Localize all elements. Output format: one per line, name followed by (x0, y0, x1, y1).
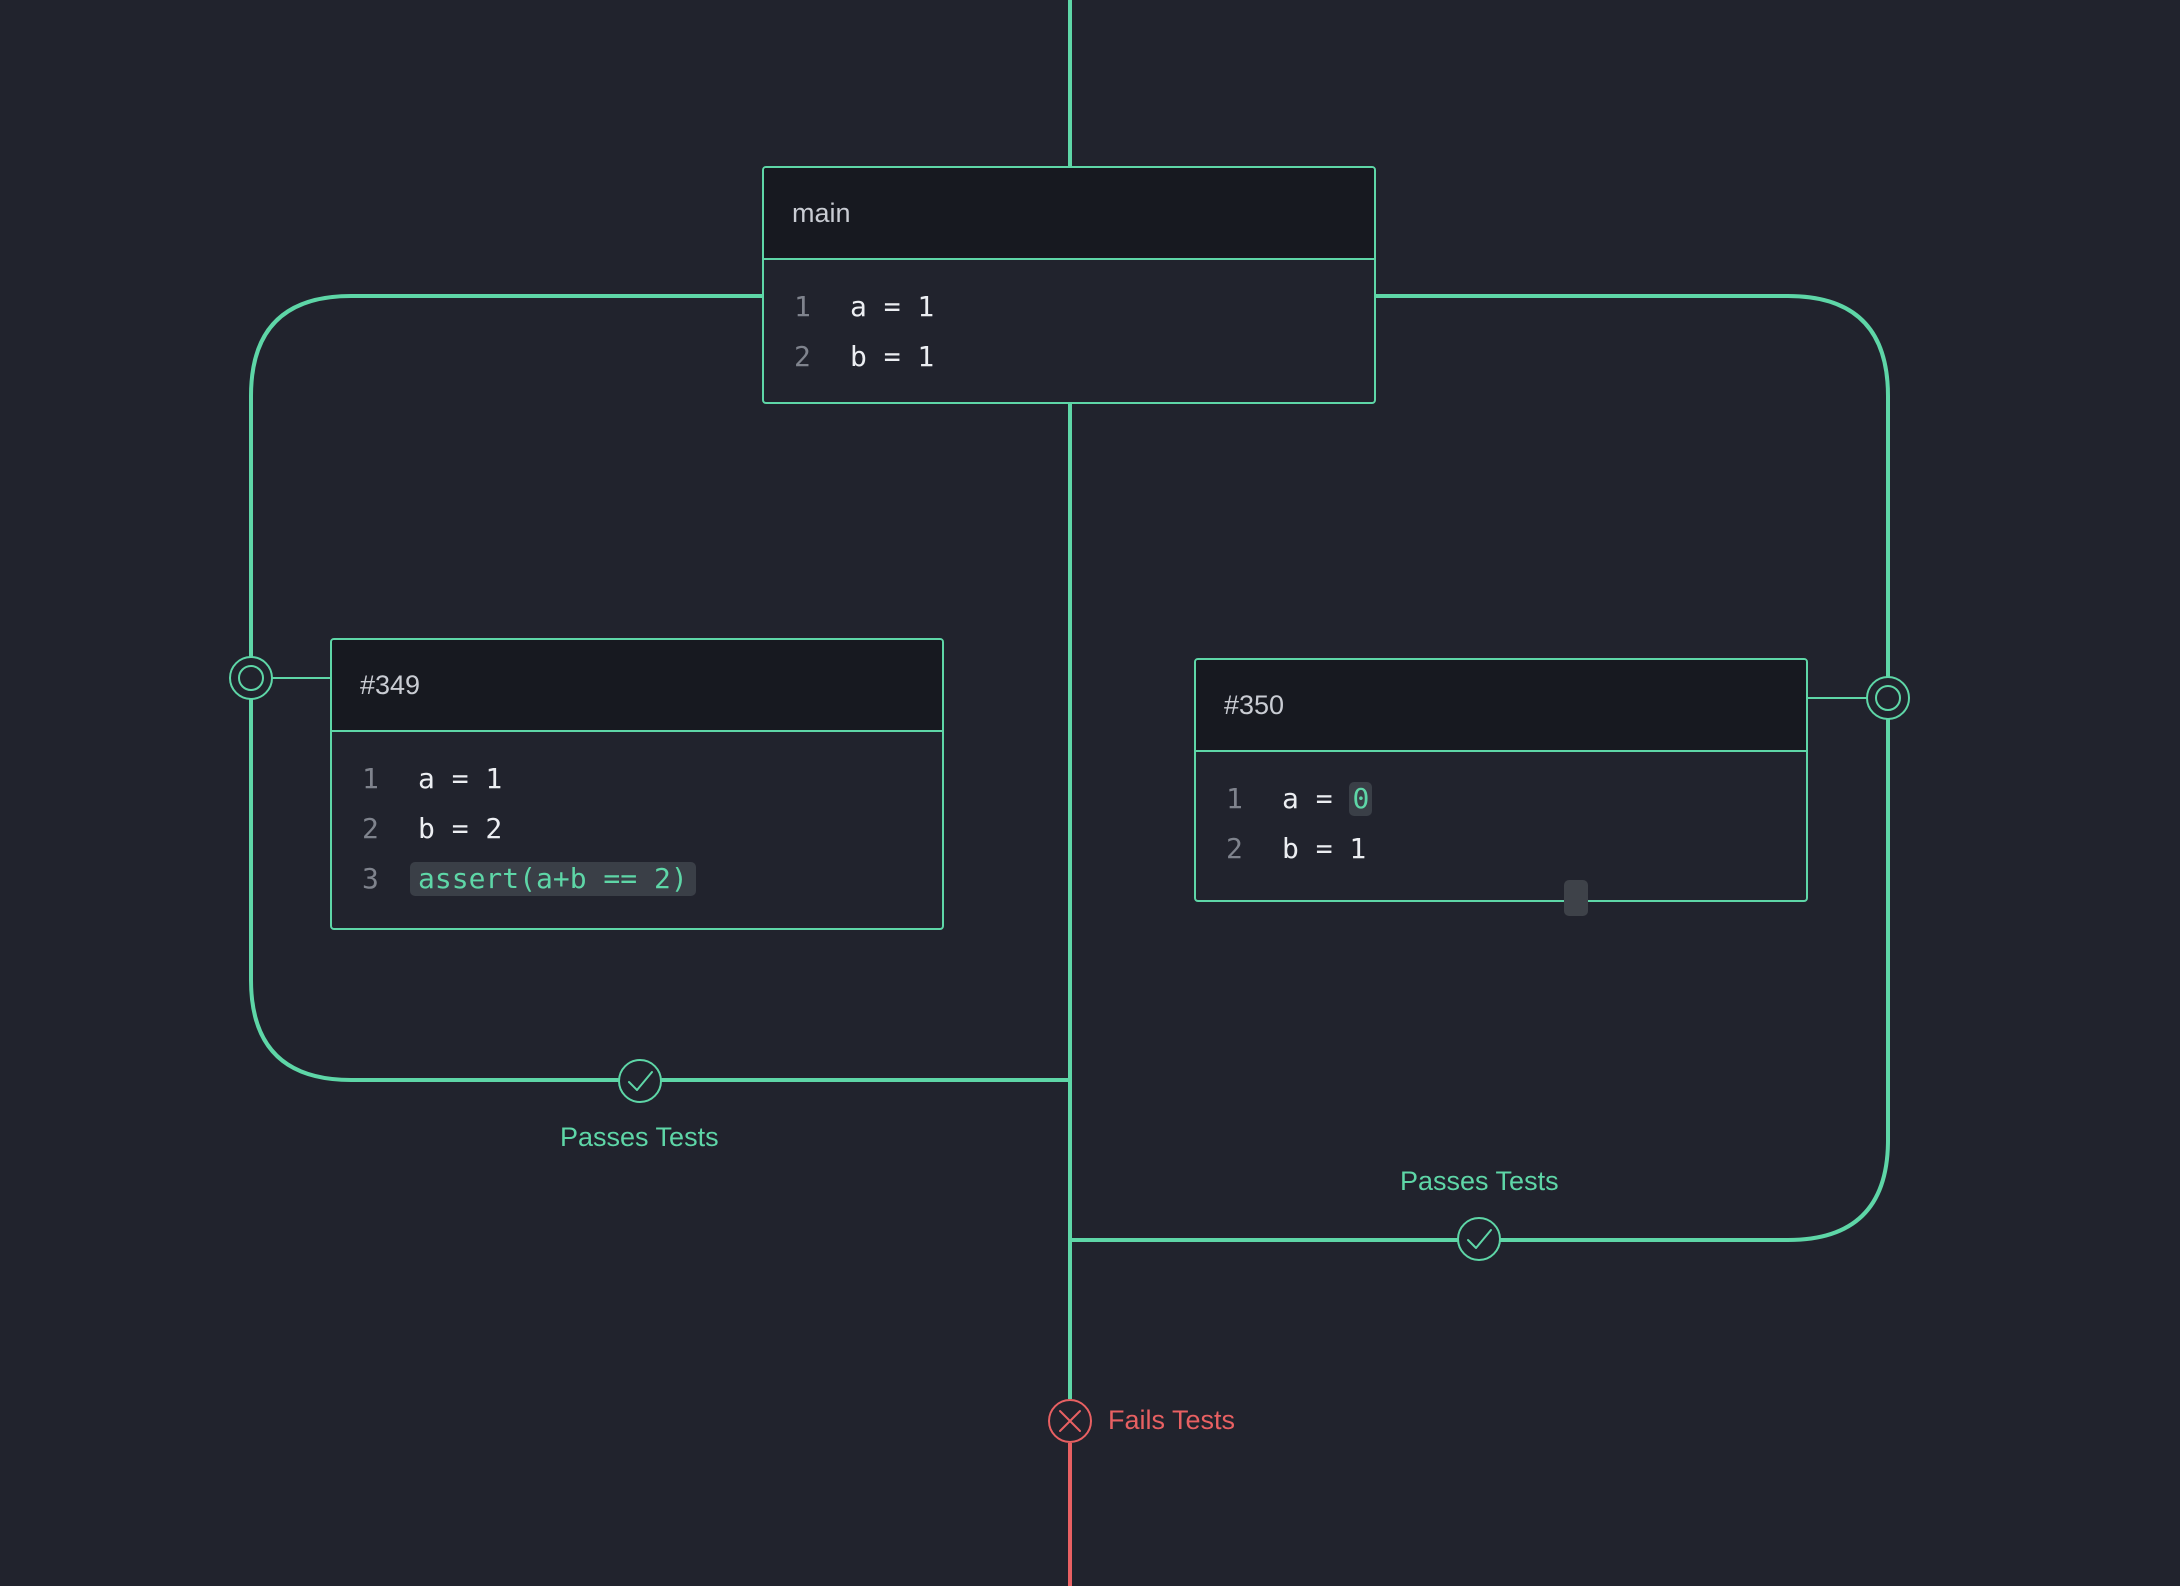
text-cursor (1564, 880, 1588, 916)
code-text: a = (1282, 782, 1350, 815)
line-number: 1 (362, 762, 379, 795)
line-number: 1 (794, 290, 811, 323)
x-circle-icon (1048, 1399, 1092, 1443)
result-label-349: Passes Tests (560, 1122, 719, 1152)
code-text: b = 1 (1282, 832, 1367, 865)
code-text: a = 1 (418, 762, 503, 795)
line-number: 1 (1226, 782, 1243, 815)
code-text: b = 2 (418, 812, 503, 845)
branch-card-main[interactable]: main 1 a = 1 2 b = 1 (762, 166, 1376, 404)
code-line: 2 b = 2 (332, 804, 942, 854)
check-circle-icon (618, 1059, 662, 1103)
line-number: 2 (1226, 832, 1243, 865)
card-title: main (764, 168, 1374, 260)
branch-wire-350 (1070, 294, 1890, 1242)
code-line: 1 a = 0 (1196, 774, 1806, 824)
result-label-350: Passes Tests (1400, 1166, 1559, 1196)
code-block: 1 a = 0 2 b = 1 (1196, 752, 1806, 874)
code-text: b = 1 (850, 340, 935, 373)
branch-card-349[interactable]: #349 1 a = 1 2 b = 2 3 assert(a+b == 2) (330, 638, 944, 930)
line-number: 2 (794, 340, 811, 373)
code-line: 2 b = 1 (764, 332, 1374, 382)
code-line: 2 b = 1 (1196, 824, 1806, 874)
line-number: 2 (362, 812, 379, 845)
code-text: a = 1 (850, 290, 935, 323)
commit-node-icon[interactable] (1866, 676, 1910, 720)
result-label-trunk: Fails Tests (1108, 1405, 1236, 1435)
code-line: 3 assert(a+b == 2) (332, 854, 942, 904)
commit-node-icon[interactable] (229, 656, 273, 700)
card-title: #349 (332, 640, 942, 732)
branch-card-350[interactable]: #350 1 a = 0 2 b = 1 (1194, 658, 1808, 902)
code-block: 1 a = 1 2 b = 2 3 assert(a+b == 2) (332, 732, 942, 904)
check-circle-icon (1457, 1217, 1501, 1261)
highlighted-code: 0 (1349, 782, 1373, 816)
card-title: #350 (1196, 660, 1806, 752)
highlighted-code: assert(a+b == 2) (410, 862, 696, 896)
line-number: 3 (362, 862, 379, 895)
code-line: 1 a = 1 (764, 282, 1374, 332)
code-line: 1 a = 1 (332, 754, 942, 804)
code-block: 1 a = 1 2 b = 1 (764, 260, 1374, 382)
